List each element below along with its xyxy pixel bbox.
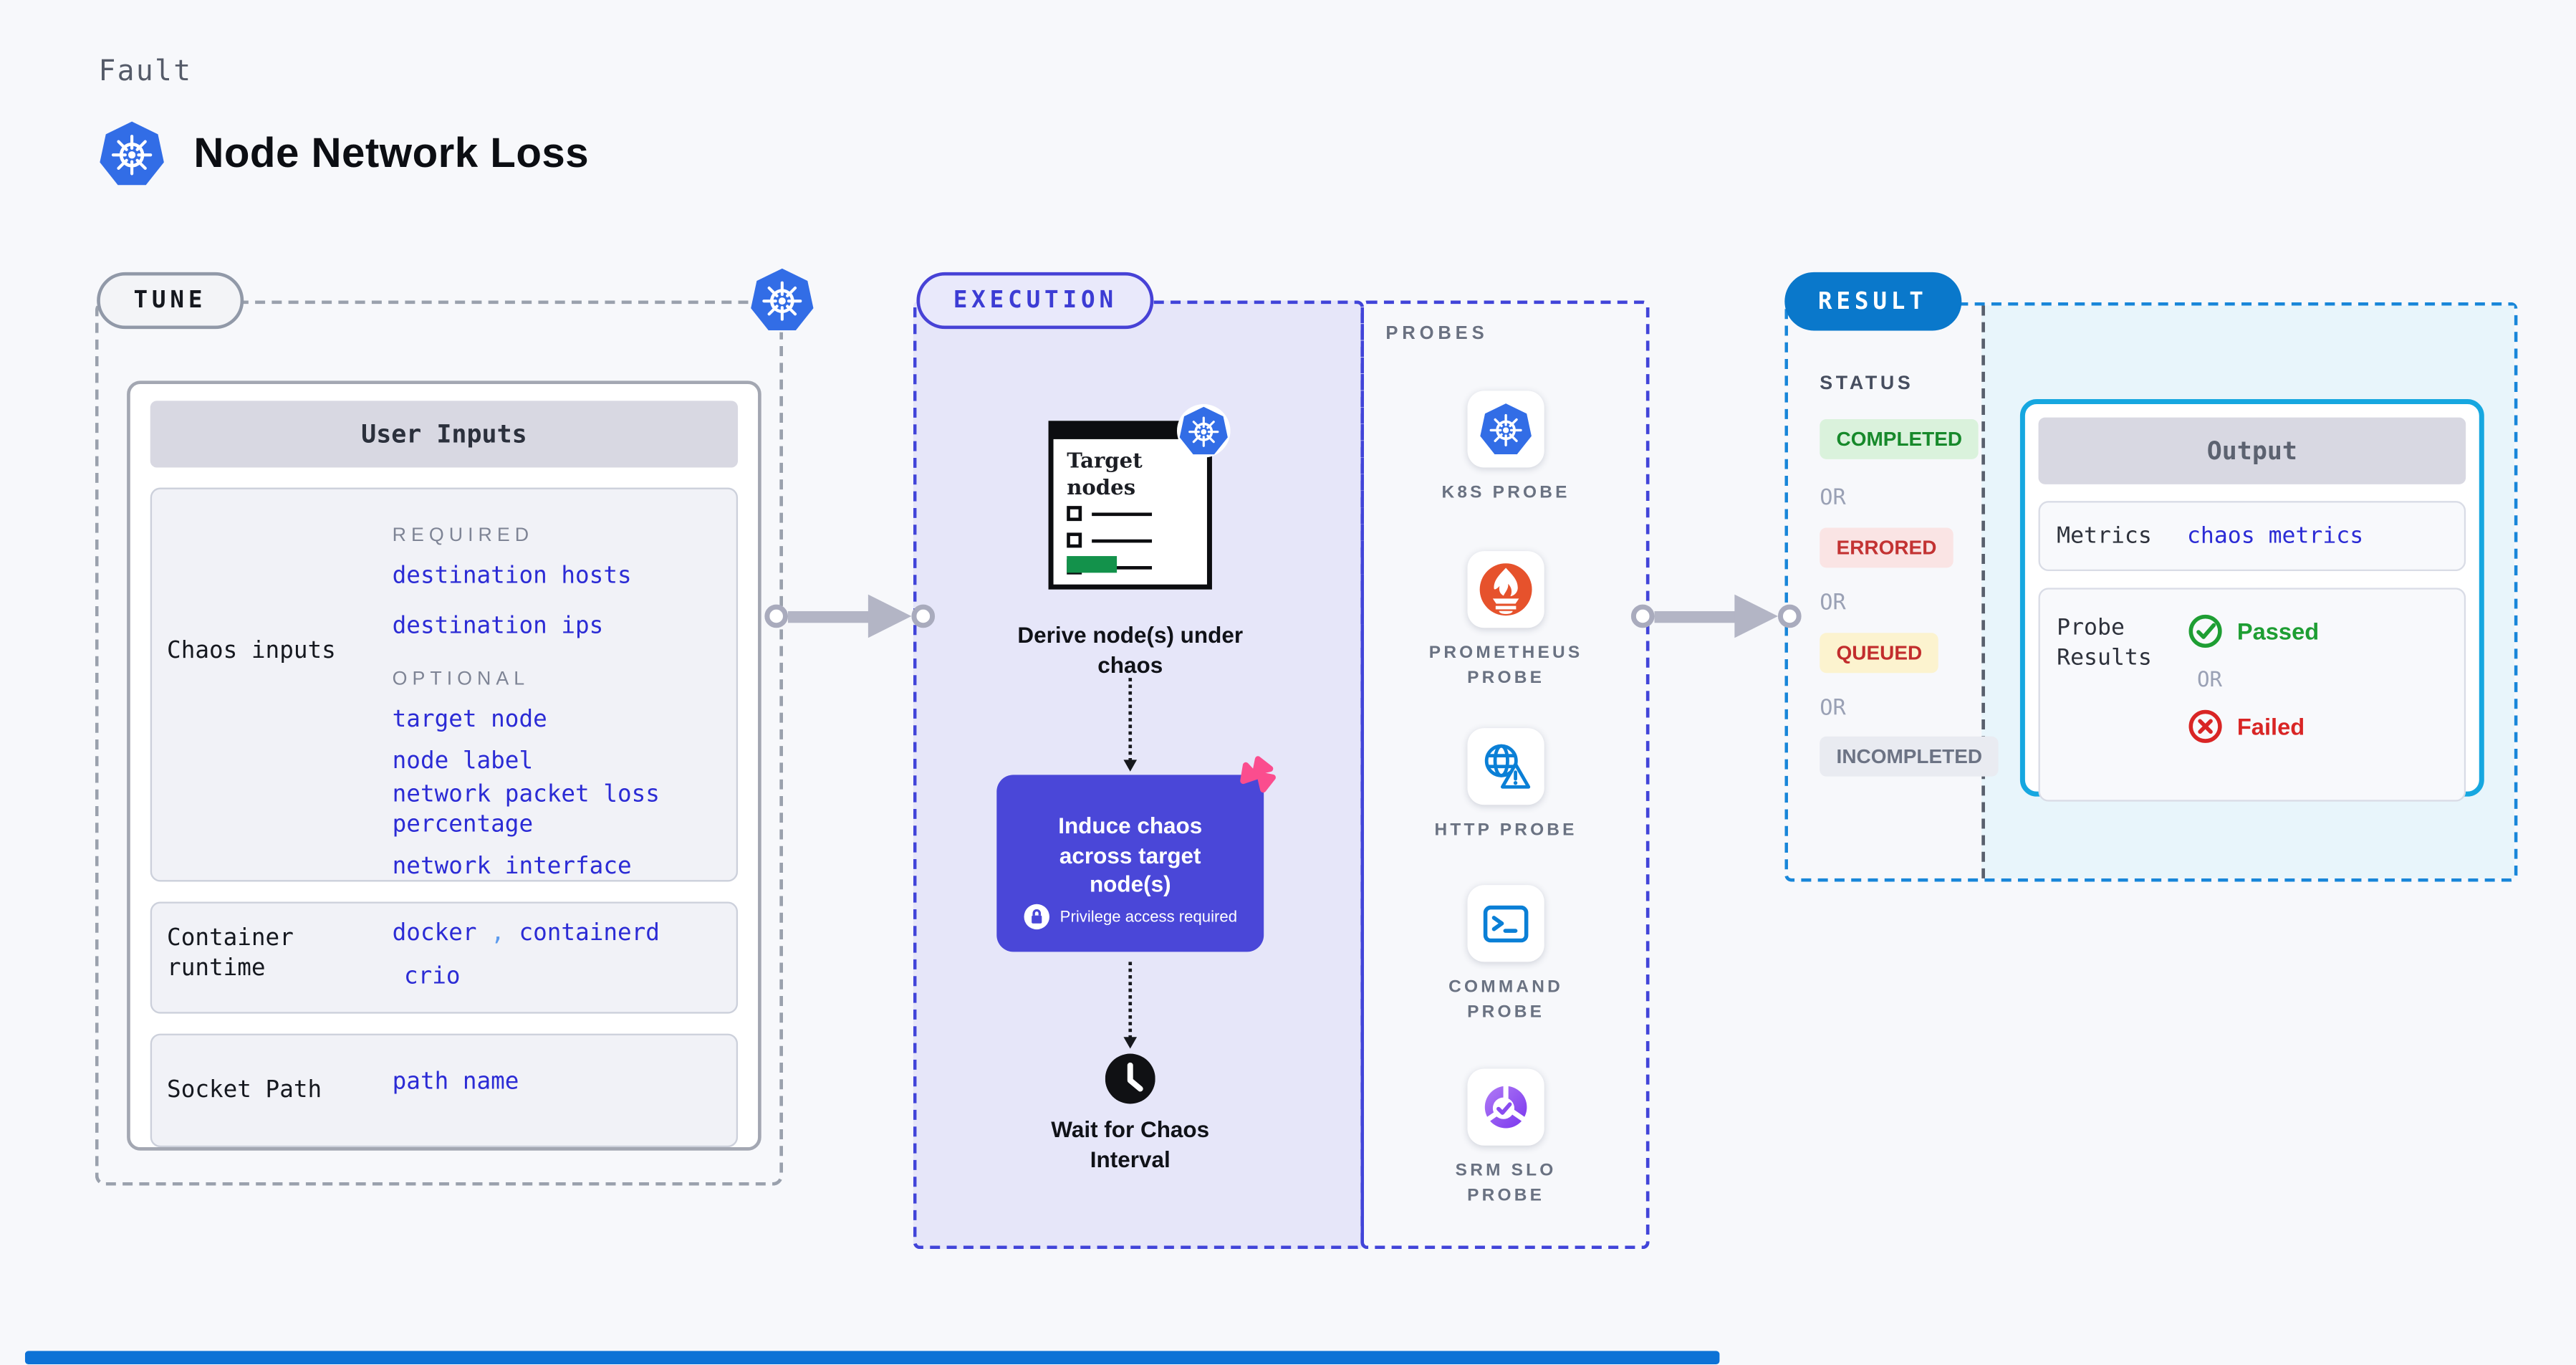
prometheus-icon	[1477, 561, 1534, 618]
param-container-runtimes: docker , containerd	[392, 920, 660, 947]
param-crio: crio	[403, 963, 461, 990]
probe-srm-slo: SRM SLO PROBE	[1429, 1068, 1582, 1210]
output-card: Output Metrics chaos metrics Probe Resul…	[2019, 398, 2484, 802]
or-label: OR	[1820, 486, 1846, 512]
param-network-interface: network interface	[392, 853, 632, 881]
output-header: Output	[2038, 417, 2466, 484]
container-runtime-row: Container runtime docker , containerd cr…	[150, 901, 739, 1014]
user-inputs-header: User Inputs	[150, 401, 739, 468]
param-destination-hosts: destination hosts	[392, 562, 632, 590]
failed-x-icon	[2187, 708, 2224, 744]
chaos-inputs-row: Chaos inputs REQUIRED destination hosts …	[150, 487, 739, 882]
induce-chaos-text: Induce chaos across target node(s)	[1058, 813, 1203, 897]
passed-check-icon	[2187, 613, 2224, 649]
param-node-label: node label	[392, 748, 534, 775]
or-label: OR	[1820, 590, 1846, 616]
status-badge-queued: QUEUED	[1820, 633, 1939, 674]
kubernetes-icon	[1177, 404, 1231, 458]
probe-results-label: Probe Results	[2057, 614, 2152, 672]
flow-arrow-down	[1123, 678, 1138, 772]
probes-label: PROBES	[1385, 324, 1489, 345]
status-badge-completed: COMPLETED	[1820, 418, 1979, 459]
page-title: Node Network Loss	[193, 129, 590, 176]
induce-chaos-step: Induce chaos across target node(s) Privi…	[996, 775, 1264, 952]
slo-donut-icon	[1477, 1079, 1534, 1136]
passed-label: Passed	[2236, 618, 2320, 645]
user-inputs-table: User Inputs Chaos inputs REQUIRED destin…	[127, 380, 761, 1151]
param-target-node: target node	[392, 706, 547, 734]
tune-to-execution-arrow	[764, 594, 938, 638]
page-header: Node Network Loss	[98, 120, 589, 187]
execution-pill: EXECUTION	[916, 272, 1155, 330]
status-badge-incompleted: INCOMPLETED	[1820, 736, 1999, 777]
param-path-name: path name	[392, 1068, 519, 1096]
or-label: OR	[1820, 696, 1846, 722]
clock-icon	[1105, 1054, 1155, 1104]
derive-nodes-step: Derive node(s) under chaos	[1017, 623, 1244, 678]
probe-http: HTTP PROBE	[1429, 728, 1582, 843]
param-destination-ips: destination ips	[392, 613, 604, 640]
metrics-label: Metrics	[2057, 522, 2152, 550]
chaos-inputs-label: Chaos inputs	[167, 638, 336, 665]
fault-kicker: Fault	[98, 54, 193, 89]
socket-path-row: Socket Path path name	[150, 1033, 739, 1148]
tune-section	[95, 300, 784, 1186]
metrics-row: Metrics chaos metrics	[2038, 501, 2466, 572]
required-label: REQUIRED	[392, 526, 534, 547]
footer-accent-bar	[24, 1351, 1720, 1365]
status-label: STATUS	[1820, 374, 1914, 394]
param-network-packet-loss-percentage: network packet loss percentage	[392, 781, 660, 838]
kubernetes-icon	[98, 120, 165, 187]
lock-icon	[1023, 904, 1049, 930]
target-nodes-title: Target nodes	[1067, 447, 1143, 499]
chaos-icon	[1236, 753, 1279, 797]
probes-section	[1360, 300, 1650, 1250]
or-label: OR	[2196, 666, 2223, 691]
probes-to-result-arrow	[1630, 594, 1804, 638]
status-badge-errored: ERRORED	[1820, 527, 1953, 568]
tune-pill: TUNE	[97, 272, 244, 330]
kubernetes-icon	[749, 267, 814, 332]
flow-arrow-down	[1123, 962, 1138, 1049]
result-pill: RESULT	[1784, 272, 1961, 331]
progress-bar	[1067, 556, 1118, 573]
container-runtime-label: Container runtime	[167, 925, 294, 982]
optional-label: OPTIONAL	[392, 669, 530, 690]
privilege-note: Privilege access required	[996, 904, 1264, 930]
probe-prometheus: PROMETHEUS PROBE	[1429, 551, 1582, 692]
kubernetes-icon	[1479, 403, 1533, 456]
probe-command: COMMAND PROBE	[1429, 885, 1582, 1026]
http-globe-icon	[1477, 738, 1534, 795]
terminal-icon	[1477, 895, 1534, 952]
socket-path-label: Socket Path	[167, 1077, 322, 1104]
failed-label: Failed	[2236, 713, 2305, 740]
probe-results-row: Probe Results Passed OR Failed	[2038, 588, 2466, 802]
metrics-value: chaos metrics	[2186, 522, 2364, 550]
wait-chaos-step: Wait for Chaos Interval	[1051, 1117, 1210, 1172]
probe-k8s: K8S PROBE	[1429, 391, 1582, 506]
target-nodes-window: Target nodes	[1048, 421, 1212, 590]
